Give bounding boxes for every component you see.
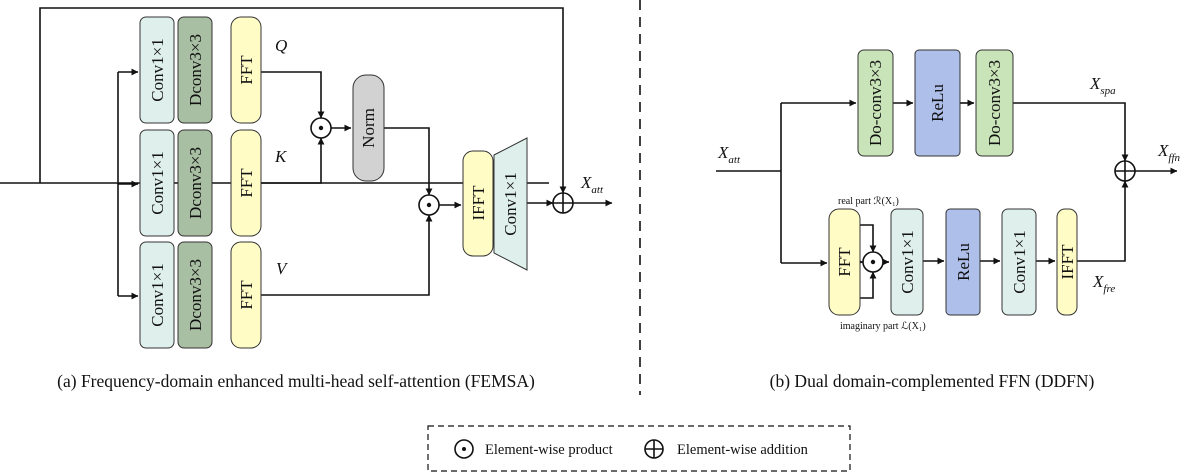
ddfn-conv-1: Conv1×1 xyxy=(890,208,924,316)
imaginary-part-label: imaginary part ℒ(X₁) xyxy=(840,321,926,332)
dconv-label: Dconv3×3 xyxy=(186,259,205,331)
product-operator-icon xyxy=(862,251,884,273)
q-label: Q xyxy=(275,36,287,55)
ddfn-doconv-2: Do-conv3×3 xyxy=(975,49,1014,157)
doconv-label: Do-conv3×3 xyxy=(985,60,1004,146)
addition-operator-icon xyxy=(1114,160,1136,182)
addition-operator-icon xyxy=(644,439,664,459)
fft-label: FFT xyxy=(237,168,256,198)
ddfn-output-label: Xffn xyxy=(1157,141,1181,164)
product-operator-icon xyxy=(454,439,474,459)
femsa-dconv-q: Dconv3×3 xyxy=(177,16,213,124)
norm-block: Norm xyxy=(352,74,385,182)
fft-label: FFT xyxy=(835,247,854,277)
fft-label: FFT xyxy=(237,280,256,310)
conv-block xyxy=(139,241,175,349)
doconv-label: Do-conv3×3 xyxy=(866,60,885,146)
femsa-fft-v: FFT xyxy=(230,241,262,349)
legend-box xyxy=(427,425,851,472)
output-conv-label: Conv1×1 xyxy=(501,172,520,235)
relu-label: ReLu xyxy=(954,243,973,281)
ddfn-fft-block: FFT xyxy=(828,208,861,316)
femsa-skip-connection xyxy=(39,7,567,194)
addition-operator-icon xyxy=(552,192,574,214)
ddfn-relu-top: ReLu xyxy=(914,49,961,157)
legend: Element-wise product Element-wise additi… xyxy=(427,425,851,472)
ddfn-spa-label: Xspa xyxy=(1089,74,1116,97)
fft-block xyxy=(230,16,262,124)
femsa-caption: (a) Frequency-domain enhanced multi-head… xyxy=(57,371,535,391)
ifft-label: IFFT xyxy=(1058,244,1077,280)
femsa-dconv-v: Dconv3×3 xyxy=(177,241,213,349)
fft-block xyxy=(230,129,262,237)
femsa-output-conv-block: Conv1×1 xyxy=(493,137,528,271)
ddfn-panel: Xatt Do-conv3×3 ReLu Do-conv3×3 Xspa Xff… xyxy=(716,49,1181,391)
dconv-block xyxy=(177,129,213,237)
fft-block xyxy=(230,241,262,349)
ddfn-relu-bottom: ReLu xyxy=(945,208,981,316)
femsa-conv-k: Conv1×1 xyxy=(139,129,175,237)
conv-label: Conv1×1 xyxy=(148,38,167,101)
conv-label: Conv1×1 xyxy=(1010,230,1029,293)
ddfn-caption: (b) Dual domain-complemented FFN (DDFN) xyxy=(770,371,1095,391)
k-label: K xyxy=(274,147,288,166)
norm-label: Norm xyxy=(359,108,378,148)
femsa-conv-q: Conv1×1 xyxy=(139,16,175,124)
dconv-label: Dconv3×3 xyxy=(186,147,205,219)
legend-product-label: Element-wise product xyxy=(485,442,613,458)
real-part-label: real part ℛ(X₁) xyxy=(838,196,899,207)
ddfn-ifft-block: IFFT xyxy=(1056,208,1078,316)
fft-label: FFT xyxy=(237,55,256,85)
dconv-block xyxy=(177,241,213,349)
ifft-label: IFFT xyxy=(469,185,488,221)
femsa-output-label: Xatt xyxy=(580,173,604,196)
ddfn-fre-label: Xfre xyxy=(1092,272,1115,295)
conv-label: Conv1×1 xyxy=(148,151,167,214)
ddfn-wires xyxy=(716,99,1178,299)
femsa-ifft-block: IFFT xyxy=(462,150,494,257)
dconv-block xyxy=(177,16,213,124)
conv-label: Conv1×1 xyxy=(148,263,167,326)
conv-block xyxy=(139,16,175,124)
femsa-conv-v: Conv1×1 xyxy=(139,241,175,349)
femsa-wires xyxy=(0,7,613,300)
relu-label: ReLu xyxy=(928,84,947,122)
ddfn-conv-2: Conv1×1 xyxy=(1001,208,1037,316)
dconv-label: Dconv3×3 xyxy=(186,34,205,106)
femsa-fft-k: FFT xyxy=(230,129,262,237)
product-operator-icon xyxy=(310,117,332,139)
femsa-dconv-k: Dconv3×3 xyxy=(177,129,213,237)
conv-block xyxy=(139,129,175,237)
product-operator-icon xyxy=(418,194,440,216)
ddfn-doconv-1: Do-conv3×3 xyxy=(857,49,894,157)
legend-addition-label: Element-wise addition xyxy=(677,442,809,458)
femsa-panel: Conv1×1 Conv1×1 Conv1×1 Dconv3×3 Dconv3×… xyxy=(0,7,613,391)
femsa-fft-q: FFT xyxy=(230,16,262,124)
v-label: V xyxy=(276,259,289,278)
conv-label: Conv1×1 xyxy=(898,230,917,293)
ddfn-input-label: Xatt xyxy=(717,143,741,166)
